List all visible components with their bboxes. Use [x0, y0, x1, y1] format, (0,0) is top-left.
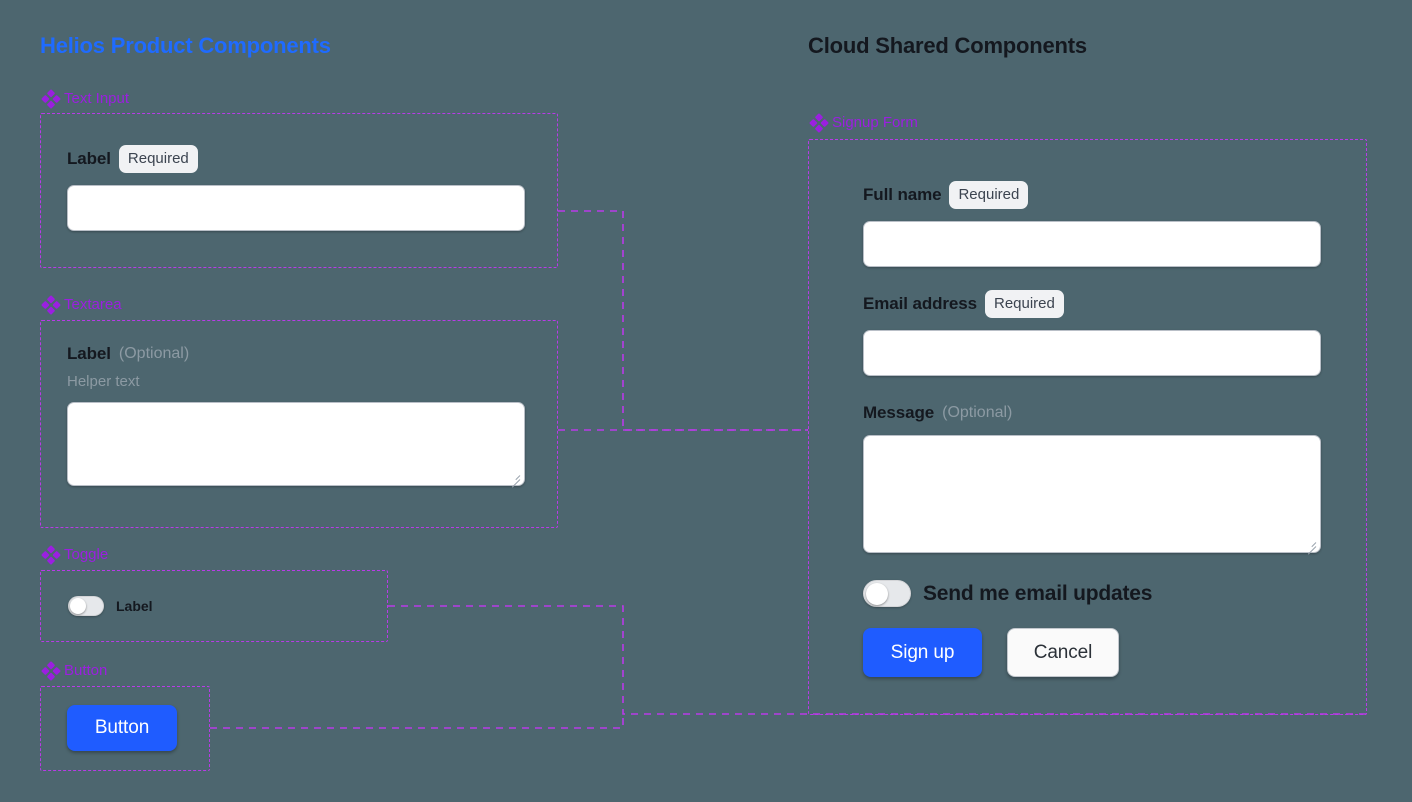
component-tag-label: Button: [64, 662, 108, 679]
cancel-button[interactable]: Cancel: [1007, 628, 1119, 677]
email-label: Email address: [863, 294, 977, 313]
textarea-field-group: Label (Optional) Helper text: [67, 344, 525, 486]
component-tag-label: Toggle: [64, 546, 109, 563]
demo-button[interactable]: Button: [67, 705, 177, 751]
email-updates-label: Send me email updates: [923, 581, 1153, 605]
full-name-label: Full name: [863, 185, 942, 204]
sign-up-button[interactable]: Sign up: [863, 628, 982, 677]
diamond-cluster-icon: [41, 545, 61, 565]
message-label: Message: [863, 403, 935, 422]
textarea-label-row: Label (Optional): [67, 344, 525, 364]
email-required-badge: Required: [984, 290, 1064, 318]
toggle-switch[interactable]: [68, 596, 104, 616]
toggle-field-group: Label: [68, 596, 153, 616]
textarea-field[interactable]: [67, 402, 525, 486]
diamond-cluster-icon: [809, 113, 829, 133]
component-frame-textarea: [40, 320, 558, 528]
toggle-knob: [70, 598, 86, 614]
text-input-required-badge: Required: [118, 145, 198, 173]
component-tag-label: Signup Form: [832, 114, 918, 131]
connector-text-input: [558, 210, 808, 431]
component-tag-label: Textarea: [64, 296, 122, 313]
component-tag-button: Button: [41, 661, 108, 681]
email-updates-toggle[interactable]: [863, 580, 911, 607]
text-input-label: Label: [67, 149, 111, 168]
message-textarea[interactable]: [863, 435, 1321, 553]
textarea-optional-note: (Optional): [118, 345, 190, 362]
text-input-field-group: Label Required: [67, 145, 525, 231]
component-tag-label: Text Input: [64, 90, 130, 107]
diamond-cluster-icon: [41, 661, 61, 681]
toggle-label: Label: [116, 598, 153, 614]
component-tag-toggle: Toggle: [41, 545, 109, 565]
component-frame-button: [40, 686, 210, 771]
text-input-label-row: Label Required: [67, 145, 525, 173]
full-name-input[interactable]: [863, 221, 1321, 267]
connector-button: [210, 714, 624, 729]
textarea-helper-text: Helper text: [67, 373, 140, 390]
full-name-field-group: Full name Required: [863, 181, 1321, 267]
component-frame-toggle: [40, 570, 388, 642]
email-updates-toggle-group: Send me email updates: [863, 580, 1152, 607]
component-tag-textarea: Textarea: [41, 295, 122, 315]
toggle-knob: [866, 582, 888, 605]
diamond-cluster-icon: [41, 89, 61, 109]
textarea-label: Label: [67, 344, 111, 363]
message-field-group: Message (Optional): [863, 403, 1321, 553]
message-optional-note: (Optional): [942, 404, 1013, 421]
component-frame-text-input: [40, 113, 558, 268]
full-name-label-row: Full name Required: [863, 181, 1321, 209]
full-name-required-badge: Required: [949, 181, 1029, 209]
left-panel-title: Helios Product Components: [40, 33, 331, 58]
resize-grip-icon[interactable]: [1304, 537, 1317, 550]
email-input[interactable]: [863, 330, 1321, 376]
component-tag-text-input: Text Input: [41, 89, 130, 109]
text-input-field[interactable]: [67, 185, 525, 231]
diamond-cluster-icon: [41, 295, 61, 315]
email-field-group: Email address Required: [863, 290, 1321, 376]
message-label-row: Message (Optional): [863, 403, 1321, 423]
email-label-row: Email address Required: [863, 290, 1321, 318]
right-panel-title: Cloud Shared Components: [808, 33, 1087, 58]
component-tag-signup-form: Signup Form: [809, 113, 918, 133]
resize-grip-icon[interactable]: [508, 470, 521, 483]
